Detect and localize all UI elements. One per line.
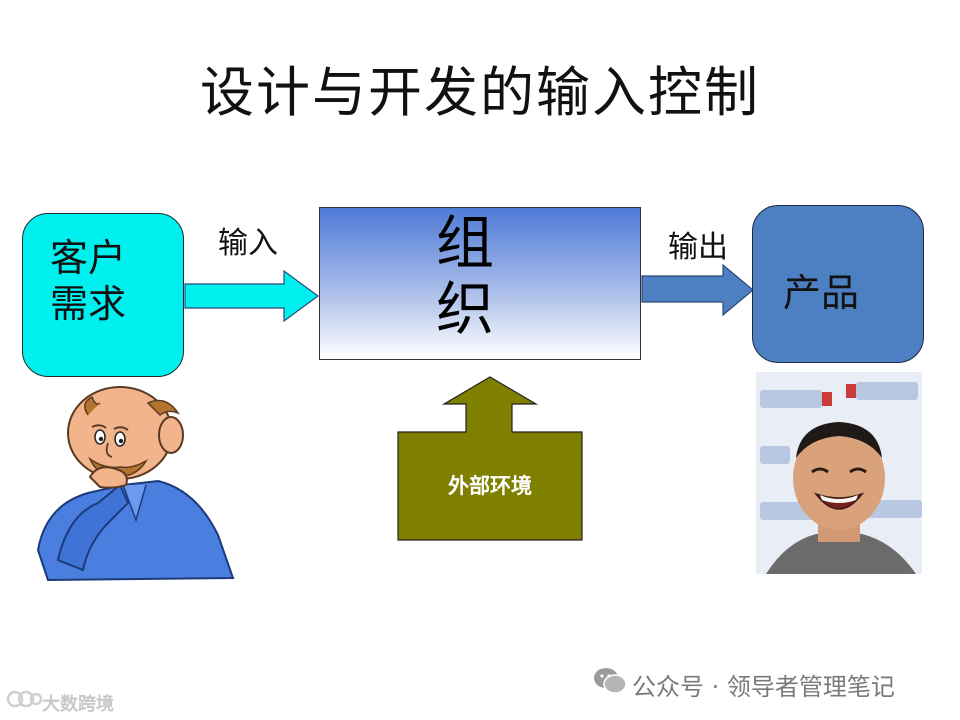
external-environment-arrow — [397, 376, 583, 541]
input-arrow — [184, 270, 320, 322]
brand-watermark: 大数跨境 — [42, 694, 114, 715]
organization-box — [319, 207, 641, 360]
output-arrow — [641, 264, 754, 316]
laughing-player-photo — [756, 372, 922, 574]
external-environment-label: 外部环境 — [448, 473, 532, 498]
wechat-icon — [594, 668, 627, 694]
product-box — [752, 205, 924, 363]
organization-line-2: 织 — [436, 275, 495, 343]
thinking-man-icon — [36, 386, 235, 582]
page-title: 设计与开发的输入控制 — [200, 61, 760, 124]
wechat-account-watermark: 公众号 · 领导者管理笔记 — [632, 673, 895, 701]
organization-line-1: 组 — [436, 209, 495, 277]
customer-requirement-box — [22, 213, 184, 377]
customer-line-2: 需求 — [50, 282, 127, 326]
customer-line-1: 客户 — [50, 236, 127, 280]
brand-logo-icon — [6, 690, 42, 708]
input-label: 输入 — [218, 226, 278, 261]
customer-requirement-label: 客户 需求 — [50, 235, 126, 327]
organization-label: 组 织 — [436, 210, 496, 342]
output-label: 输出 — [668, 230, 728, 265]
product-label: 产品 — [783, 271, 860, 315]
